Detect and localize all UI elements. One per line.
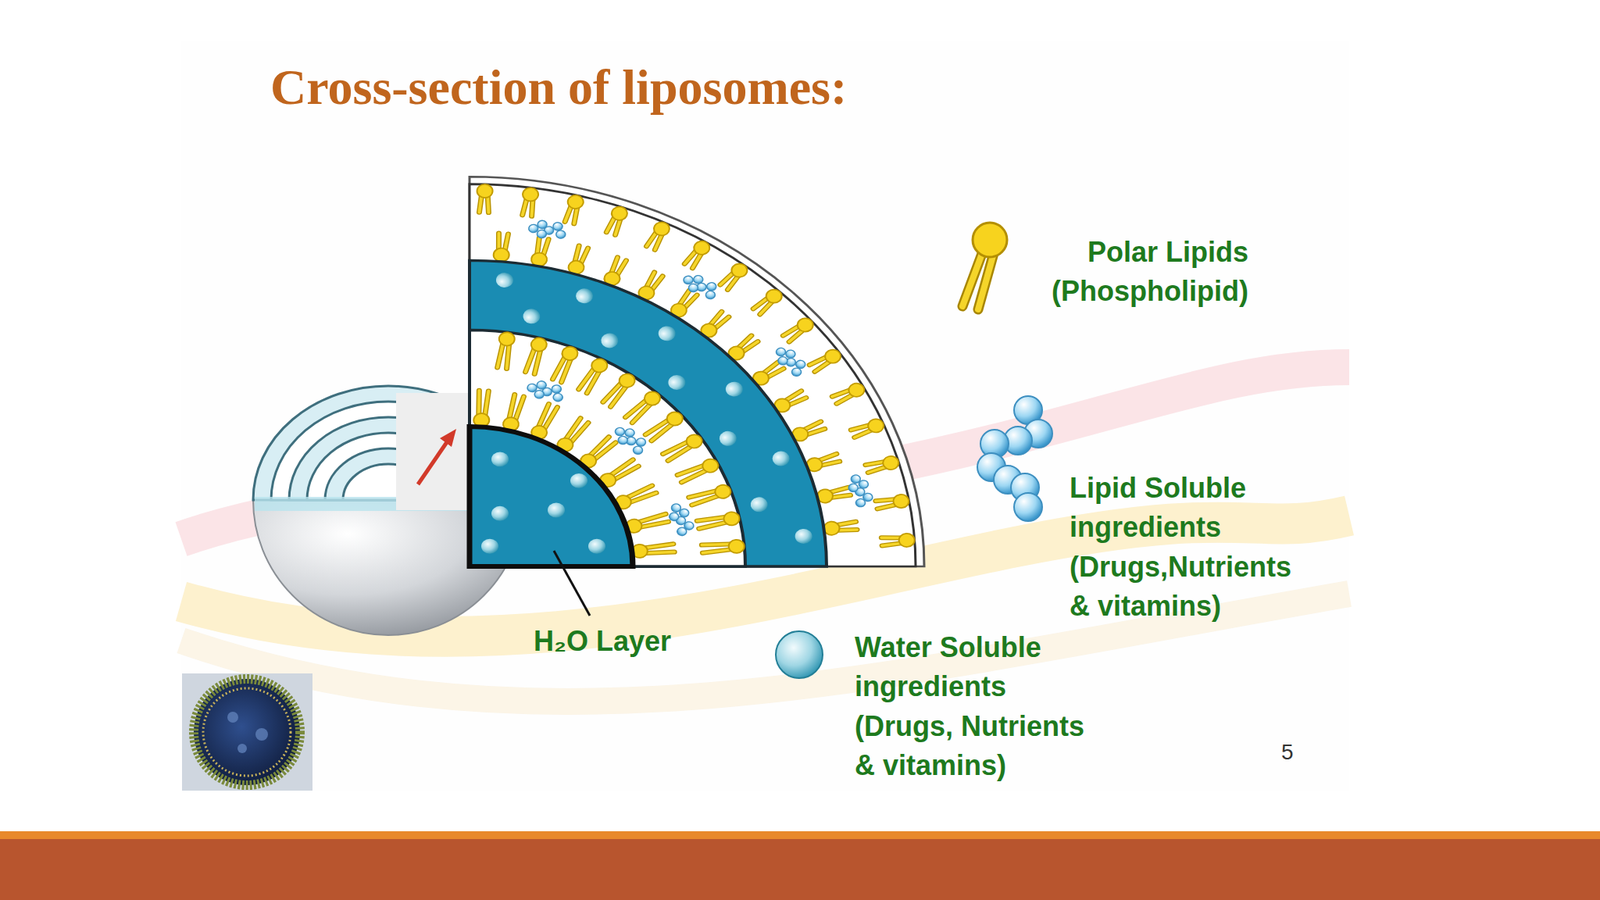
page-number: 5 <box>1281 739 1329 766</box>
lipid-cluster-icon <box>977 396 1053 522</box>
core-dots <box>481 451 606 554</box>
phospholipid-icon <box>962 222 1008 310</box>
background-waves <box>181 40 1350 791</box>
legend-text: Polar Lipids (Phospholipid) <box>1043 232 1249 312</box>
water-dot-icon <box>775 631 823 679</box>
footer-band <box>0 839 1600 900</box>
legend-text: Water Soluble ingredients (Drugs, Nutrie… <box>854 628 1094 786</box>
layer-label: H₂O Layer <box>533 621 768 661</box>
liposome-thumbnail <box>182 673 313 791</box>
legend-text: Lipid Soluble ingredients (Drugs,Nutrien… <box>1069 468 1303 627</box>
accent-bar <box>0 831 1600 840</box>
leader-line <box>553 550 590 616</box>
liposome-cross-section <box>469 176 925 567</box>
slide-title: Cross-section of liposomes: <box>270 57 1286 118</box>
